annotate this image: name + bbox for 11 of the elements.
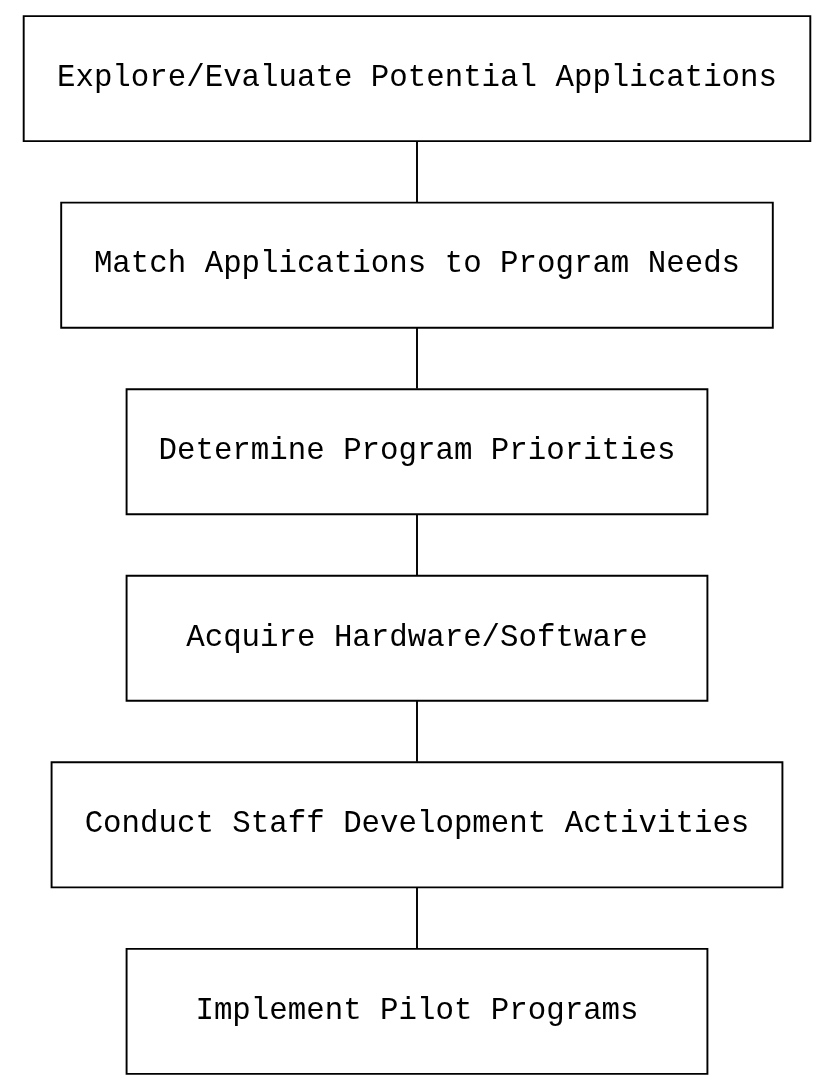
- node-box: Acquire Hardware/Software: [125, 574, 708, 702]
- connector: [415, 700, 418, 763]
- connector: [415, 513, 418, 577]
- node-box: Conduct Staff Development Activities: [50, 761, 783, 889]
- node-box: Determine Program Priorities: [125, 388, 708, 516]
- node-box: Explore/Evaluate Potential Applications: [22, 15, 811, 143]
- connector: [415, 886, 418, 950]
- connector: [415, 140, 418, 203]
- node-box: Implement Pilot Programs: [125, 947, 708, 1075]
- connector: [415, 326, 418, 390]
- node-box: Match Applications to Program Needs: [59, 201, 774, 329]
